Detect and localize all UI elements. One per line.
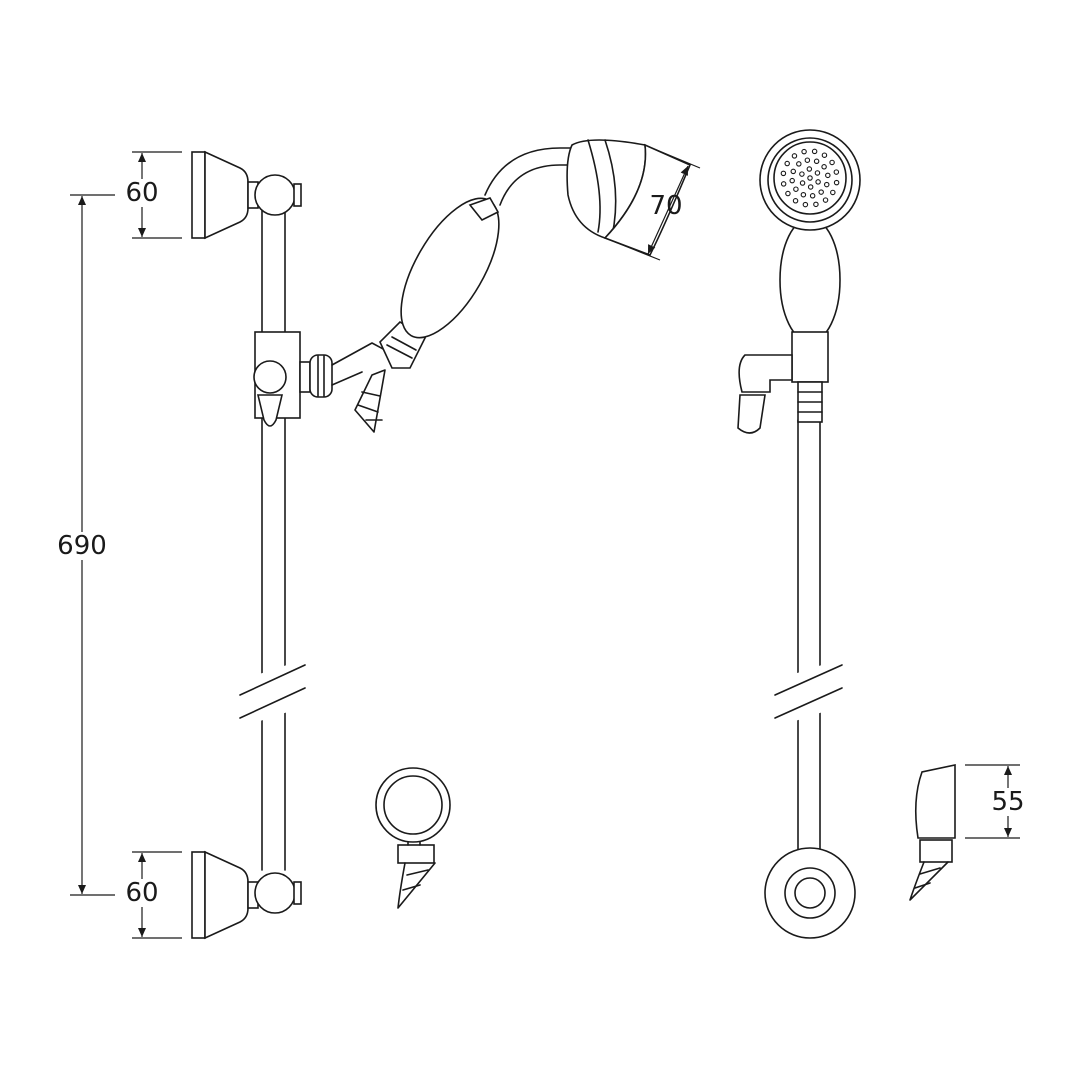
ring-holder-detail	[375, 767, 451, 909]
spray-nozzle	[833, 169, 840, 175]
spray-nozzle	[823, 181, 830, 188]
spray-nozzle	[804, 157, 811, 163]
dim-wall-holder-label: 55	[990, 787, 1026, 817]
spray-nozzle	[829, 159, 835, 166]
spray-nozzle	[785, 190, 791, 197]
spray-nozzle	[799, 180, 806, 186]
round-wall-flange	[764, 847, 856, 939]
spray-nozzle	[792, 198, 799, 204]
spray-nozzle	[800, 191, 807, 198]
spray-nozzle	[809, 193, 816, 199]
spray-nozzle	[802, 201, 809, 208]
spray-nozzle	[790, 168, 797, 175]
spray-nozzle	[801, 148, 807, 155]
bottom-wall-bracket	[191, 850, 302, 940]
dim-head-diameter-label: 70	[649, 191, 683, 221]
spray-nozzle	[799, 171, 805, 177]
spray-nozzle	[791, 153, 798, 159]
slider-holder	[253, 331, 386, 427]
spray-nozzle	[814, 170, 821, 176]
spray-nozzles	[780, 148, 840, 208]
spray-nozzle	[821, 164, 827, 170]
spray-nozzle	[811, 148, 818, 155]
spray-nozzle	[815, 179, 821, 185]
wall-holder-detail	[909, 764, 956, 901]
dim-top-bracket-label: 60	[124, 178, 160, 208]
hand-shower-front	[737, 129, 861, 434]
left-slide-rail	[234, 204, 316, 871]
dimension-lines	[70, 147, 1020, 939]
spray-nozzle	[793, 186, 799, 192]
dim-bottom-bracket-label: 60	[124, 878, 160, 908]
spray-nozzle	[780, 181, 787, 187]
spray-nozzle	[807, 184, 814, 190]
spray-nozzle	[830, 189, 836, 196]
spray-nozzle	[813, 201, 819, 208]
spray-nozzle	[806, 166, 813, 172]
spray-nozzle	[780, 170, 787, 177]
dim-rail-length-label: 690	[56, 531, 108, 561]
right-slide-rail	[764, 419, 856, 939]
spray-nozzle	[789, 177, 795, 184]
rail-break-mark	[234, 660, 316, 725]
hand-shower-side	[354, 139, 692, 433]
rail-break-mark	[769, 660, 851, 725]
spray-nozzle	[821, 152, 828, 158]
top-wall-bracket	[191, 150, 302, 240]
spray-nozzle	[813, 158, 820, 165]
spray-nozzle	[796, 161, 802, 167]
spray-nozzle	[807, 175, 813, 181]
spray-nozzle	[822, 197, 829, 203]
spray-nozzle	[818, 189, 824, 195]
spray-nozzle	[833, 179, 840, 186]
spray-nozzle	[825, 172, 831, 179]
spray-nozzle	[784, 160, 790, 167]
